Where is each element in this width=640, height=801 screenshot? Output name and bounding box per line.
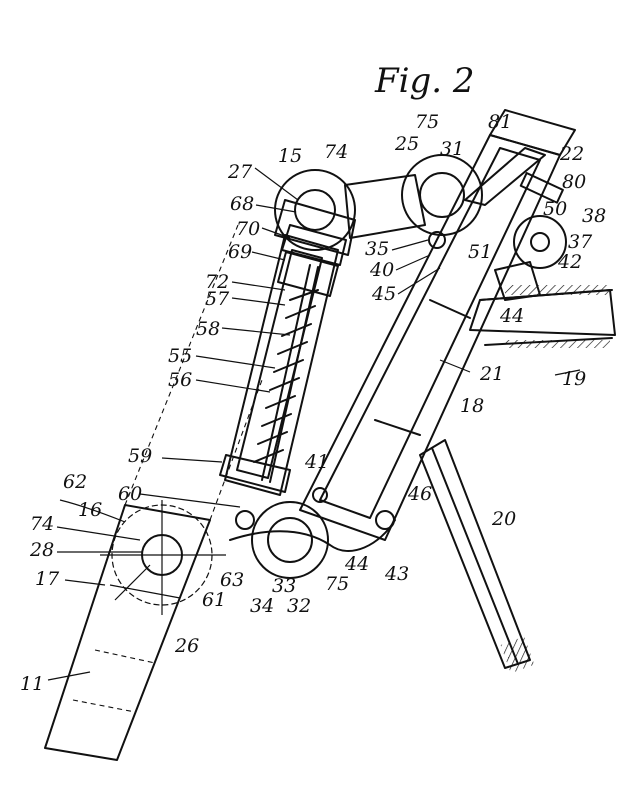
label-40: 40 <box>369 259 394 281</box>
label-16: 16 <box>78 499 102 521</box>
label-41: 41 <box>304 451 329 473</box>
label-32: 32 <box>287 595 311 617</box>
label-72: 72 <box>205 271 229 293</box>
label-25: 25 <box>394 133 419 155</box>
reference-labels: 75 81 22 15 74 25 31 27 80 68 50 38 70 3… <box>20 111 606 695</box>
label-34: 34 <box>250 595 274 617</box>
pivot-15 <box>274 169 356 251</box>
label-80: 80 <box>562 171 586 193</box>
label-37: 37 <box>568 231 593 253</box>
label-43: 43 <box>384 563 409 585</box>
shock-absorber <box>219 199 356 496</box>
label-46: 46 <box>407 483 432 505</box>
pivot-33 <box>229 231 446 579</box>
pivot-16 <box>100 500 226 615</box>
label-19: 19 <box>562 368 586 390</box>
label-81: 81 <box>488 111 512 133</box>
down-tube-20 <box>419 439 535 674</box>
label-35: 35 <box>365 238 389 260</box>
label-26: 26 <box>174 635 199 657</box>
label-38: 38 <box>582 205 606 227</box>
label-27: 27 <box>227 161 253 183</box>
head-tube-22 <box>464 109 576 206</box>
label-55: 55 <box>168 345 192 367</box>
label-44-top: 44 <box>499 305 524 327</box>
label-59: 59 <box>128 445 152 467</box>
link-25 <box>344 174 426 239</box>
label-11: 11 <box>20 673 44 695</box>
label-44-bottom: 44 <box>344 553 369 575</box>
label-70: 70 <box>236 218 260 240</box>
label-57: 57 <box>205 288 230 310</box>
label-21: 21 <box>479 363 504 385</box>
label-18: 18 <box>460 395 484 417</box>
lower-link-11 <box>44 504 211 761</box>
label-56: 56 <box>168 369 192 391</box>
leader-lines <box>47 167 581 681</box>
label-42: 42 <box>557 251 582 273</box>
label-22: 22 <box>559 143 584 165</box>
label-58: 58 <box>196 318 220 340</box>
label-33: 33 <box>272 575 296 597</box>
label-75-bottom: 75 <box>325 573 349 595</box>
label-69: 69 <box>228 241 252 263</box>
label-20: 20 <box>491 508 516 530</box>
label-68: 68 <box>230 193 254 215</box>
label-60: 60 <box>118 483 142 505</box>
label-28: 28 <box>29 539 54 561</box>
label-50: 50 <box>543 198 567 220</box>
label-74-left: 74 <box>30 513 54 535</box>
label-45: 45 <box>371 283 396 305</box>
label-62: 62 <box>63 471 87 493</box>
label-31: 31 <box>440 138 464 160</box>
pin-37 <box>513 215 567 269</box>
label-74-top: 74 <box>324 141 348 163</box>
tube-19 <box>469 261 616 348</box>
label-51: 51 <box>468 241 492 263</box>
label-61: 61 <box>202 589 226 611</box>
dashed-frame-member <box>124 224 263 521</box>
label-63: 63 <box>220 569 244 591</box>
label-17: 17 <box>35 568 60 590</box>
label-75-top: 75 <box>415 111 439 133</box>
label-15: 15 <box>278 145 302 167</box>
figure-title: Fig. 2 <box>374 61 474 101</box>
